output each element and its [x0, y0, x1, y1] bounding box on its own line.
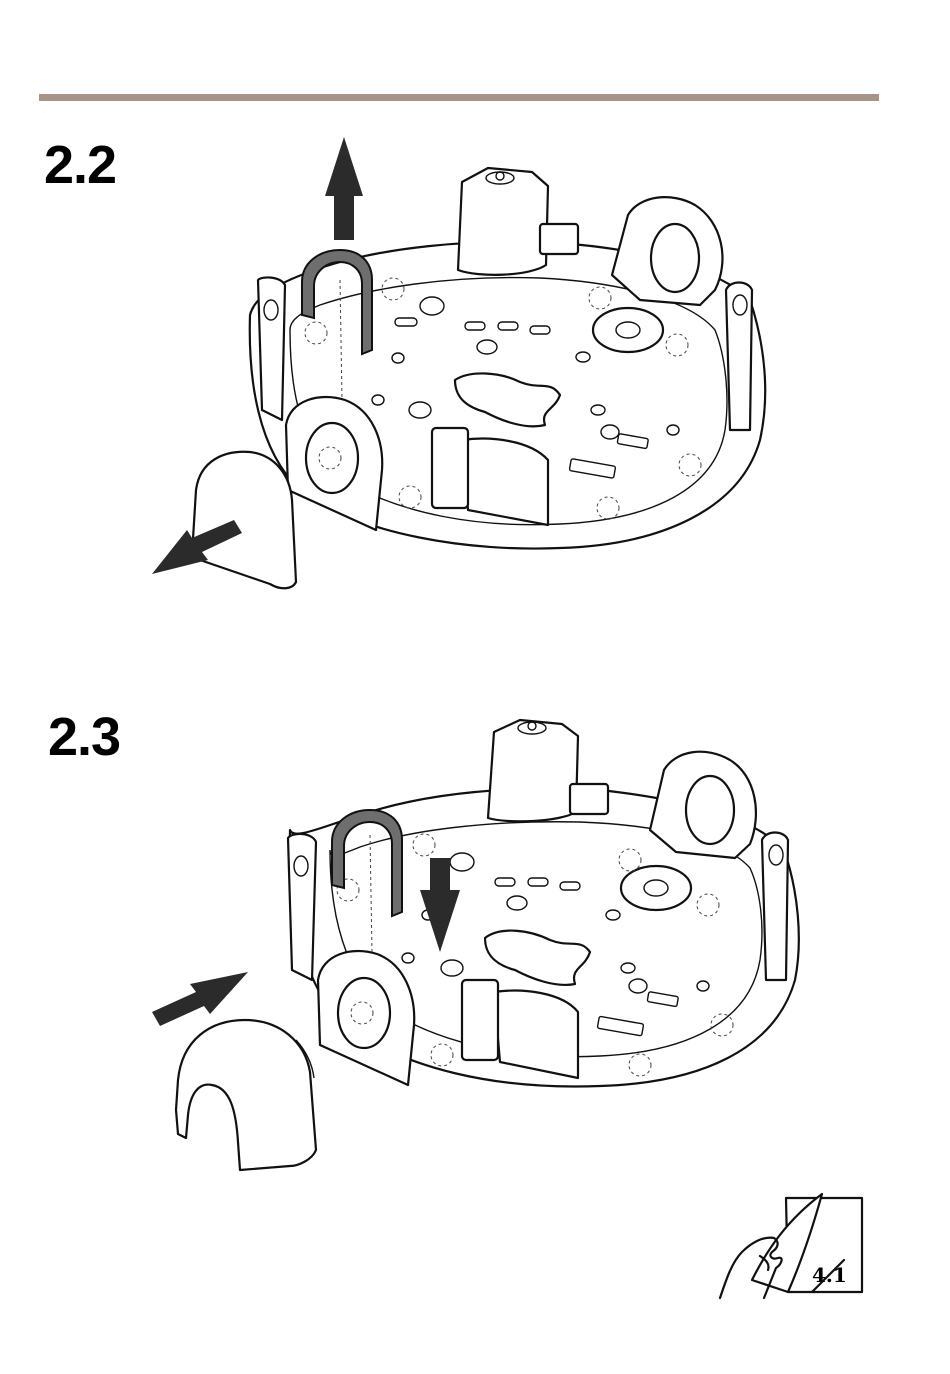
mount-bracket-illustration-remove	[0, 0, 950, 640]
page-reference-icon	[712, 1190, 872, 1310]
page-reference-label: 4.1	[812, 1263, 847, 1287]
